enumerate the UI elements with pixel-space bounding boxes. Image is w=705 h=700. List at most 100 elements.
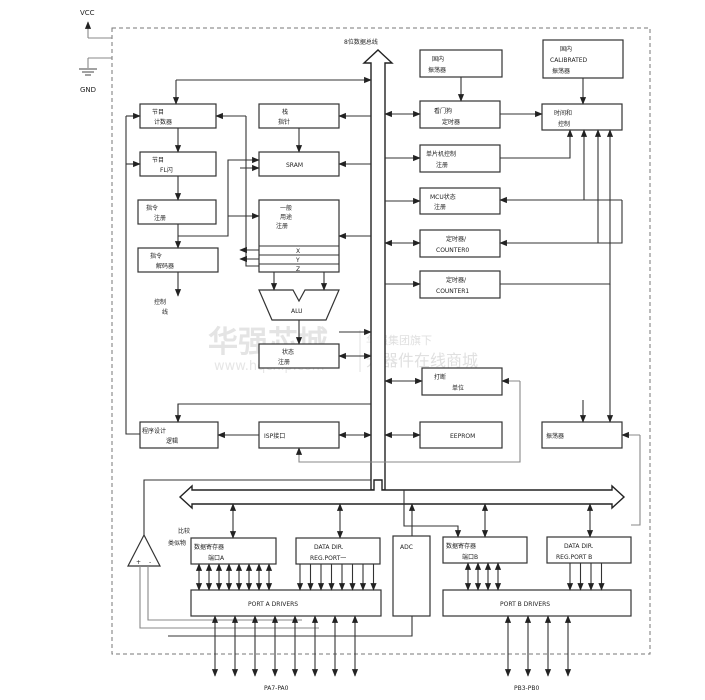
data-bus-label: 8位数据总线 <box>344 38 378 46</box>
svg-text:COUNTER0: COUNTER0 <box>436 247 469 254</box>
data-register-port-b: 数据寄存器 端口B <box>442 536 528 564</box>
alu: ALU <box>258 289 340 321</box>
svg-text:注册: 注册 <box>154 214 166 222</box>
svg-text:程序设计: 程序设计 <box>142 427 166 435</box>
chip-boundary <box>111 27 651 655</box>
svg-text:单片机控制: 单片机控制 <box>426 150 456 158</box>
sram: SRAM <box>258 151 340 177</box>
svg-text:指令: 指令 <box>146 204 158 212</box>
svg-text:状态: 状态 <box>282 348 294 356</box>
svg-text:CALIBRATED: CALIBRATED <box>550 57 588 64</box>
svg-text:用途: 用途 <box>280 213 292 221</box>
control-lines-label: 控制 <box>154 298 166 306</box>
svg-text:指令: 指令 <box>150 252 162 260</box>
mcu-status-register: MCU状态 注册 <box>419 187 501 215</box>
svg-text:振荡器: 振荡器 <box>546 432 564 440</box>
data-bus-horizontal <box>178 479 626 510</box>
svg-text:控制: 控制 <box>558 120 570 128</box>
svg-text:DATA DIR.: DATA DIR. <box>564 543 594 550</box>
analog-comparator: + - 比较 类似物 <box>127 527 190 567</box>
general-purpose-registers: 一般 用途 注册 X Y Z <box>258 199 340 273</box>
svg-text:节目: 节目 <box>152 108 164 116</box>
mcu-control-register: 单片机控制 注册 <box>419 144 501 173</box>
svg-text:注册: 注册 <box>434 203 446 211</box>
svg-text:数据寄存器: 数据寄存器 <box>446 542 476 550</box>
instruction-decoder: 指令 解码器 <box>137 247 219 273</box>
gnd-label: GND <box>80 86 96 94</box>
svg-text:端口B: 端口B <box>462 553 478 561</box>
svg-text:国内: 国内 <box>560 45 572 53</box>
timing-and-control: 时间和 控制 <box>541 103 623 131</box>
timer-counter0: 定时器/ COUNTER0 <box>419 229 501 258</box>
data-dir-reg-port-a: DATA DIR. REG.PORT一 <box>295 537 381 565</box>
svg-text:栈: 栈 <box>282 108 288 116</box>
watermark-tagline-2: 元器件在线商城 <box>366 351 478 370</box>
svg-text:MCU状态: MCU状态 <box>430 193 456 201</box>
svg-text:Z: Z <box>296 266 300 273</box>
svg-text:定时器/: 定时器/ <box>446 235 467 243</box>
svg-text:X: X <box>296 248 300 255</box>
eeprom: EEPROM <box>419 421 503 449</box>
svg-text:时间和: 时间和 <box>554 109 572 117</box>
svg-text:类似物: 类似物 <box>168 539 186 547</box>
svg-text:解码器: 解码器 <box>156 262 174 270</box>
svg-text:线: 线 <box>162 308 168 316</box>
svg-text:FL闪: FL闪 <box>160 166 173 174</box>
svg-text:-: - <box>149 559 151 566</box>
watchdog-timer: 看门狗 定时器 <box>419 100 501 129</box>
instruction-register: 指令 注册 <box>137 199 217 225</box>
svg-text:一般: 一般 <box>280 204 292 212</box>
svg-text:PORT B DRIVERS: PORT B DRIVERS <box>500 601 550 608</box>
programming-logic: 程序设计 逻辑 <box>139 421 219 449</box>
svg-text:注册: 注册 <box>278 358 290 366</box>
port-a-pin-label: PA7-PA0 <box>264 685 289 692</box>
interrupt-unit: 打断 单位 <box>421 367 503 396</box>
svg-text:端口A: 端口A <box>208 554 225 562</box>
svg-text:数据寄存器: 数据寄存器 <box>194 543 224 551</box>
svg-text:振荡器: 振荡器 <box>552 67 570 75</box>
adc: ADC <box>392 535 431 617</box>
svg-text:ADC: ADC <box>400 544 413 551</box>
isp-interface: ISP接口 <box>258 421 340 449</box>
svg-text:单位: 单位 <box>452 384 464 392</box>
program-flash: 节目 FL闪 <box>139 151 217 177</box>
svg-text:SRAM: SRAM <box>286 162 303 169</box>
svg-text:ISP接口: ISP接口 <box>264 432 285 440</box>
svg-text:ALU: ALU <box>291 308 303 315</box>
status-register: 状态 注册 <box>258 343 340 369</box>
port-b-drivers: PORT B DRIVERS <box>442 589 632 617</box>
internal-oscillator: 国内 振荡器 <box>419 49 503 78</box>
timer-counter1: 定时器/ COUNTER1 <box>419 270 501 299</box>
program-counter: 节目 计数器 <box>139 103 217 129</box>
data-register-port-a: 数据寄存器 端口A <box>190 537 277 565</box>
svg-text:定时器/: 定时器/ <box>446 276 467 284</box>
svg-text:国内: 国内 <box>432 55 444 63</box>
svg-text:注册: 注册 <box>436 161 448 169</box>
svg-text:逻辑: 逻辑 <box>166 437 178 445</box>
svg-text:振荡器: 振荡器 <box>428 66 446 74</box>
svg-text:+: + <box>136 559 141 566</box>
svg-text:节目: 节目 <box>152 156 164 164</box>
port-a-drivers: PORT A DRIVERS <box>190 589 382 617</box>
port-b-pin-label: PB3-PB0 <box>514 685 539 692</box>
svg-text:注册: 注册 <box>276 222 288 230</box>
vcc-label: VCC <box>80 9 95 17</box>
svg-text:PORT A DRIVERS: PORT A DRIVERS <box>248 601 298 608</box>
svg-text:打断: 打断 <box>434 373 446 381</box>
oscillators: 振荡器 <box>541 421 623 449</box>
pin-arrows <box>195 562 605 677</box>
stack-pointer: 栈 指针 <box>258 103 340 129</box>
calibrated-oscillator: 国内 CALIBRATED 振荡器 <box>542 39 624 79</box>
svg-text:REG.PORT一: REG.PORT一 <box>310 555 346 562</box>
svg-text:定时器: 定时器 <box>442 118 460 126</box>
svg-text:REG.PORT B: REG.PORT B <box>556 554 592 561</box>
svg-text:EEPROM: EEPROM <box>450 433 475 440</box>
svg-text:DATA DIR.: DATA DIR. <box>314 544 344 551</box>
connection-wires <box>125 76 641 637</box>
power-pins: VCC GND <box>79 9 112 94</box>
svg-text:比较: 比较 <box>178 527 190 535</box>
svg-text:COUNTER1: COUNTER1 <box>436 288 469 295</box>
svg-text:Y: Y <box>295 257 300 264</box>
svg-text:计数器: 计数器 <box>154 118 172 126</box>
